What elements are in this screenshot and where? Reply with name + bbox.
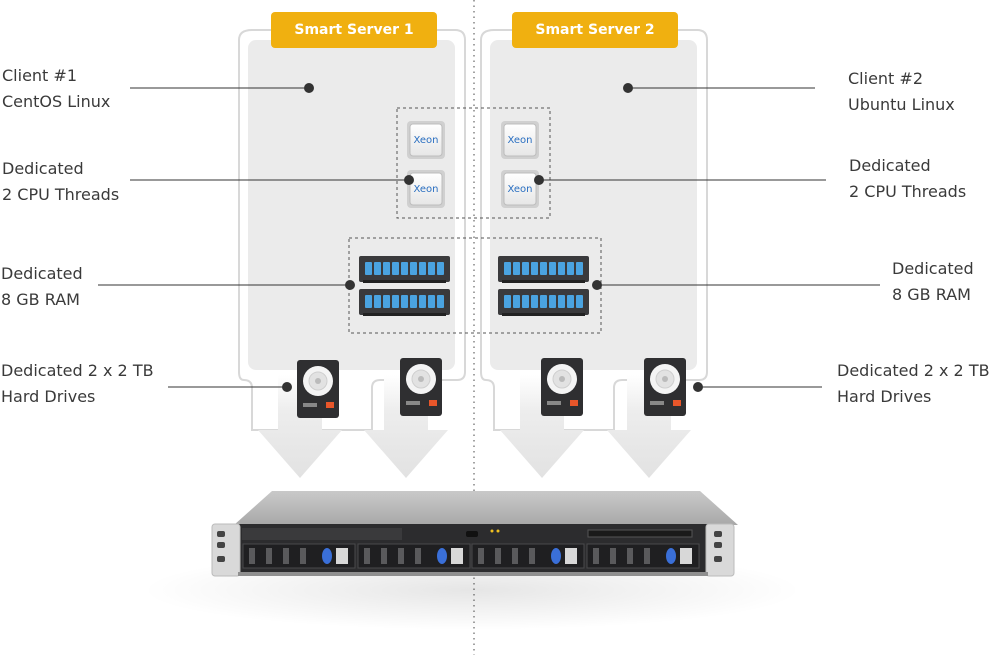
- client-1-label: Client #1 CentOS Linux: [2, 63, 110, 115]
- server-2-ram-label-line2: 8 GB RAM: [892, 285, 971, 304]
- client-1-os: CentOS Linux: [2, 92, 111, 111]
- cpu-chip-label: Xeon: [413, 184, 438, 195]
- rack-drive-bay: [242, 543, 356, 569]
- server-1-cpu-label: Dedicated 2 CPU Threads: [2, 156, 119, 208]
- xeon-cpu-chip-icon: Xeon: [501, 170, 539, 208]
- ram-module-icon: [498, 256, 589, 283]
- hard-drive-icon: [297, 360, 339, 418]
- server-1-drives-label-line1: Dedicated 2 x 2 TB: [1, 361, 154, 380]
- rack-drive-bay: [357, 543, 471, 569]
- xeon-cpu-chip-icon: Xeon: [407, 170, 445, 208]
- ram-module-icon: [359, 256, 450, 283]
- server-2-cpu-label-line2: 2 CPU Threads: [849, 182, 967, 201]
- server-2-cpu-label-line1: Dedicated: [849, 156, 931, 175]
- client-2-os: Ubuntu Linux: [848, 95, 955, 114]
- hard-drive-icon: [541, 358, 583, 416]
- server-2-drives-label: Dedicated 2 x 2 TB Hard Drives: [837, 358, 990, 410]
- server-1-drives-label: Dedicated 2 x 2 TB Hard Drives: [1, 358, 154, 410]
- xeon-cpu-chip-icon: Xeon: [407, 121, 445, 159]
- server-1-ram-label-line2: 8 GB RAM: [1, 290, 80, 309]
- server-2-drives-label-line1: Dedicated 2 x 2 TB: [837, 361, 990, 380]
- rack-server-icon: [142, 491, 802, 630]
- rack-drive-bay: [586, 543, 700, 569]
- server-2-ram-label-line1: Dedicated: [892, 259, 974, 278]
- ram-module-icon: [359, 289, 450, 316]
- server-2-ram-label: Dedicated 8 GB RAM: [892, 256, 974, 308]
- server-1-cpu-label-line2: 2 CPU Threads: [2, 185, 120, 204]
- server-1-drives-label-line2: Hard Drives: [1, 387, 96, 406]
- server-1-ram-label: Dedicated 8 GB RAM: [1, 261, 83, 313]
- server-2-cpu-label: Dedicated 2 CPU Threads: [849, 153, 966, 205]
- server-1-ram-label-line1: Dedicated: [1, 264, 83, 283]
- cpu-chip-label: Xeon: [507, 184, 532, 195]
- server-2-drives-label-line2: Hard Drives: [837, 387, 932, 406]
- rack-drive-bay: [471, 543, 585, 569]
- client-1-name: Client #1: [2, 66, 77, 85]
- hard-drive-icon: [400, 358, 442, 416]
- cpu-chip-label: Xeon: [507, 135, 532, 146]
- server-1-cpu-label-line1: Dedicated: [2, 159, 84, 178]
- hard-drives: [297, 358, 686, 418]
- ram-modules: [359, 256, 589, 316]
- cpu-chip-label: Xeon: [413, 135, 438, 146]
- leader-lines: [98, 83, 880, 392]
- xeon-cpu-chip-icon: Xeon: [501, 121, 539, 159]
- client-2-name: Client #2: [848, 69, 923, 88]
- server-2-badge: Smart Server 2: [512, 12, 678, 48]
- server-1-badge: Smart Server 1: [271, 12, 437, 48]
- client-2-label: Client #2 Ubuntu Linux: [848, 66, 955, 118]
- hard-drive-icon: [644, 358, 686, 416]
- ram-module-icon: [498, 289, 589, 316]
- ram-group-outline: [348, 237, 602, 334]
- cpu-group-outline: [396, 107, 551, 219]
